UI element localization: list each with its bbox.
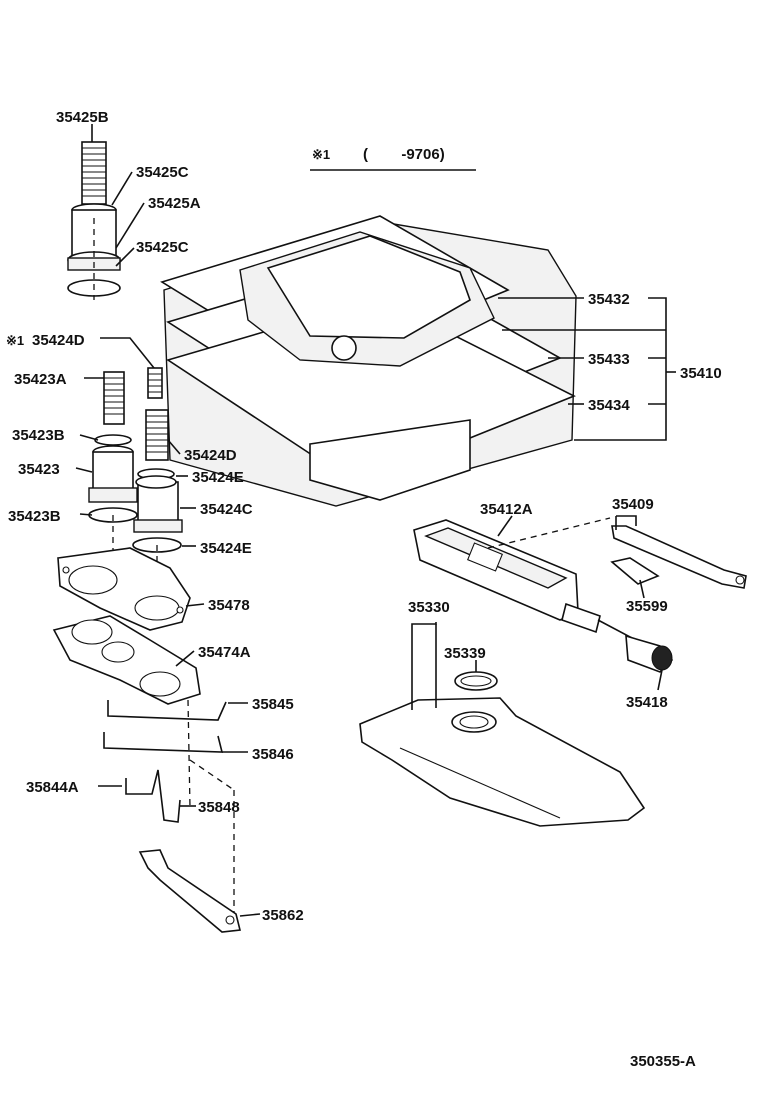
label-35848: 35848 xyxy=(198,799,240,816)
applicability-note: ※1 ( -9706) xyxy=(310,146,476,171)
label-35845: 35845 xyxy=(252,696,294,713)
label-35424E-lower: 35424E xyxy=(200,540,252,557)
label-35425A: 35425A xyxy=(148,195,201,212)
figure-id: 350355-A xyxy=(630,1053,696,1070)
label-35425C-upper: 35425C xyxy=(136,164,189,181)
label-35423A: 35423A xyxy=(14,371,67,388)
lever-35409-drawing xyxy=(611,525,747,589)
bracket-35862-drawing xyxy=(138,849,241,933)
label-35844A: 35844A xyxy=(26,779,79,796)
label-35409: 35409 xyxy=(612,496,654,513)
note-range: ( -9706) xyxy=(363,146,445,163)
solenoid-35412A-drawing xyxy=(413,519,633,639)
label-35434: 35434 xyxy=(588,397,630,414)
label-35862: 35862 xyxy=(262,907,304,924)
part-labels: 35425B 35425C 35425A 35425C ※1 35424D 35… xyxy=(6,109,722,924)
valve-body-35410-drawing xyxy=(160,215,577,507)
label-35424D-mark: ※1 xyxy=(6,333,24,348)
label-35599: 35599 xyxy=(626,598,668,615)
label-35474A: 35474A xyxy=(198,644,251,661)
o-ring-35339-drawing xyxy=(454,671,498,691)
label-35424C: 35424C xyxy=(200,501,253,518)
spring-35424D-drawing xyxy=(145,367,169,461)
label-35418: 35418 xyxy=(626,694,668,711)
connector-35418-drawing xyxy=(625,634,674,673)
label-35412A: 35412A xyxy=(480,501,533,518)
tubes-drawing xyxy=(103,699,235,915)
label-35423: 35423 xyxy=(18,461,60,478)
label-35846: 35846 xyxy=(252,746,294,763)
label-35330: 35330 xyxy=(408,599,450,616)
label-35424D-lower: 35424D xyxy=(184,447,237,464)
plate-35474A-drawing xyxy=(52,615,201,705)
label-35423B-lower: 35423B xyxy=(8,508,61,525)
label-35339: 35339 xyxy=(444,645,486,662)
label-35424E-upper: 35424E xyxy=(192,469,244,486)
label-35410: 35410 xyxy=(680,365,722,382)
spring-35425B-drawing xyxy=(81,141,107,205)
label-35432: 35432 xyxy=(588,291,630,308)
label-35433: 35433 xyxy=(588,351,630,368)
piston-35424C-drawing xyxy=(132,468,183,553)
label-35424D-upper: 35424D xyxy=(32,332,85,349)
piston-35425A-drawing xyxy=(67,203,121,297)
label-35425B: 35425B xyxy=(56,109,109,126)
piston-35423-drawing xyxy=(88,434,138,523)
plate-35599-drawing xyxy=(610,557,660,585)
leader-lines xyxy=(75,124,676,917)
gasket-35478-drawing xyxy=(57,547,191,631)
label-35478: 35478 xyxy=(208,597,250,614)
label-35423B-upper: 35423B xyxy=(12,427,65,444)
note-mark: ※1 xyxy=(312,147,330,162)
spring-35423A-drawing xyxy=(103,371,125,425)
oil-strainer-35330-drawing xyxy=(359,697,646,827)
label-35425C-lower: 35425C xyxy=(136,239,189,256)
